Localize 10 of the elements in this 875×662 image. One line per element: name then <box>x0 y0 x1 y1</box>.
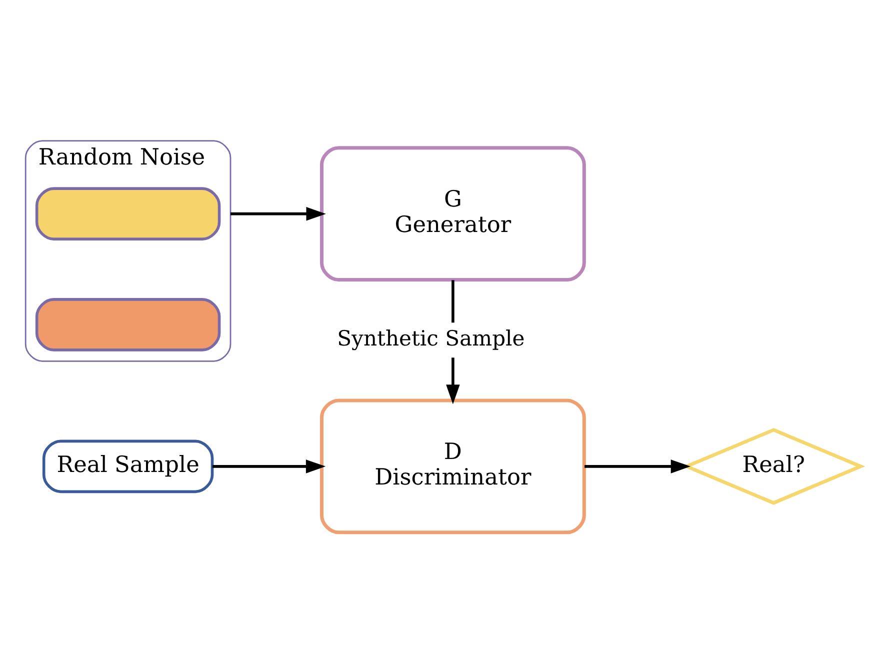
node-box <box>35 298 221 352</box>
node-box <box>35 187 221 240</box>
arrow <box>584 460 691 474</box>
arrow <box>212 460 326 474</box>
edge-label: Synthetic Sample <box>337 326 525 351</box>
node-box: G Generator <box>320 146 586 282</box>
node-box: Real Sample <box>42 440 214 494</box>
node-box: D Discriminator <box>320 398 586 534</box>
cluster: Random Noise <box>24 140 232 362</box>
arrow <box>230 206 326 221</box>
